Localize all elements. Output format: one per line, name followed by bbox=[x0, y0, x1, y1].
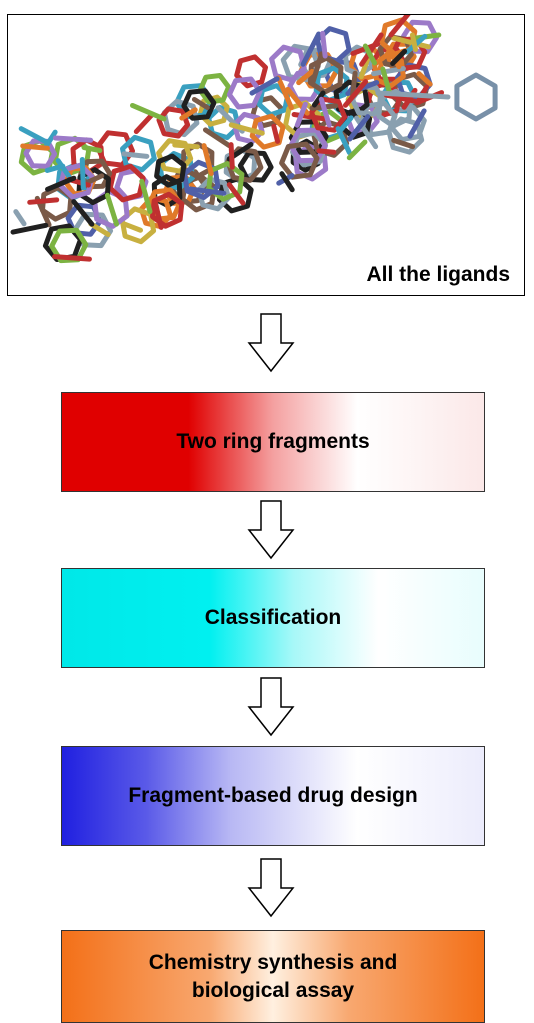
ligand-ring bbox=[454, 72, 498, 122]
panel-label: All the ligands bbox=[366, 263, 510, 286]
ligand-bond bbox=[187, 186, 227, 196]
ligand-bond bbox=[139, 178, 153, 215]
ligand-bond bbox=[320, 30, 328, 59]
step-fragment-based-drug-design: Fragment-based drug design bbox=[61, 746, 485, 846]
ligand-bond bbox=[362, 43, 378, 66]
ligand-bond bbox=[45, 175, 77, 192]
ligand-bond bbox=[275, 75, 294, 111]
ligand-bond bbox=[201, 143, 214, 176]
ligand-bond bbox=[202, 127, 232, 148]
ligand-bond bbox=[228, 142, 235, 170]
ligand-bond bbox=[271, 123, 281, 144]
ligand-ring bbox=[49, 227, 89, 264]
ligand-bond bbox=[52, 254, 92, 262]
ligand-bond bbox=[55, 158, 72, 180]
ligand-bond bbox=[27, 197, 60, 205]
ligand-overlay-panel: All the ligands bbox=[7, 14, 525, 296]
ligand-bond bbox=[52, 135, 94, 143]
down-arrow-icon bbox=[247, 313, 295, 373]
ligand-bond bbox=[300, 31, 322, 67]
ligand-bond bbox=[172, 142, 200, 150]
ligand-bond bbox=[13, 209, 27, 227]
ligand-bond bbox=[152, 199, 164, 230]
ligand-bond bbox=[359, 32, 384, 67]
down-arrow-icon bbox=[247, 677, 295, 737]
ligand-bond bbox=[336, 115, 354, 134]
ligand-ring bbox=[309, 96, 348, 133]
ligand-bond bbox=[346, 139, 368, 161]
ligand-bond bbox=[391, 137, 416, 150]
ligand-bond bbox=[279, 171, 295, 193]
ligand-bond bbox=[294, 101, 308, 128]
ligand-bond bbox=[350, 70, 358, 98]
step-label: Fragment-based drug design bbox=[128, 784, 418, 807]
ligand-bond bbox=[71, 199, 95, 227]
down-arrow-icon bbox=[247, 858, 295, 918]
ligand-ring bbox=[156, 106, 191, 139]
ligand-ring bbox=[269, 44, 307, 83]
ligand-bond bbox=[18, 126, 50, 145]
down-arrow-icon bbox=[247, 500, 295, 560]
ligand-ring bbox=[234, 54, 268, 89]
ligand-bond bbox=[191, 96, 210, 111]
ligand-bond bbox=[121, 221, 144, 233]
step-label: Classification bbox=[204, 606, 342, 629]
step-two-ring-fragments: Two ring fragments bbox=[61, 392, 485, 492]
ligand-bond bbox=[409, 32, 419, 53]
ligand-bond bbox=[44, 163, 66, 173]
ligand-ring bbox=[107, 163, 146, 203]
ligand-bond bbox=[391, 35, 431, 50]
ligand-bond bbox=[407, 108, 427, 139]
step-label: Chemistry synthesis and biological assay bbox=[148, 950, 398, 1002]
ligand-bond bbox=[347, 114, 371, 142]
ligand-ring bbox=[401, 19, 439, 55]
ligand-bond bbox=[249, 76, 280, 96]
ligand-ring bbox=[386, 116, 425, 155]
ligand-bond bbox=[129, 102, 167, 122]
ligand-ring bbox=[154, 153, 187, 188]
ligand-bond bbox=[390, 48, 408, 67]
ligand-ring bbox=[225, 146, 264, 183]
ligand-ring bbox=[379, 17, 418, 57]
ligand-bond bbox=[296, 68, 315, 86]
ligand-structures-image bbox=[10, 15, 498, 264]
ligand-bond bbox=[385, 45, 402, 70]
ligand-bond bbox=[311, 90, 326, 108]
ligand-ring bbox=[226, 76, 263, 110]
ligand-bond bbox=[318, 96, 332, 128]
ligand-bond bbox=[79, 157, 86, 191]
ligand-bond bbox=[81, 144, 103, 154]
ligand-bond bbox=[342, 79, 369, 108]
ligand-ring bbox=[257, 83, 291, 118]
step-classification: Classification bbox=[61, 568, 485, 668]
step-label: Two ring fragments bbox=[176, 430, 370, 453]
ligand-bond bbox=[371, 66, 406, 77]
ligand-bond bbox=[375, 90, 451, 100]
ligand-ring bbox=[313, 65, 350, 103]
ligand-bond bbox=[10, 222, 49, 235]
ligand-ring bbox=[237, 150, 274, 183]
ligand-bond bbox=[133, 111, 155, 135]
ligand-bond bbox=[85, 173, 105, 185]
step-chemistry-synthesis: Chemistry synthesis and biological assay bbox=[61, 930, 485, 1023]
ligand-ring bbox=[181, 88, 217, 121]
ligand-ring bbox=[120, 134, 157, 173]
ligand-bond bbox=[179, 107, 198, 121]
ligand-bond bbox=[121, 151, 150, 159]
ligand-bond bbox=[20, 143, 50, 151]
ligand-bond bbox=[104, 192, 119, 227]
ligand-bond bbox=[316, 148, 337, 155]
ligand-bond bbox=[310, 51, 324, 86]
ligand-ring bbox=[76, 167, 111, 206]
ligand-bond bbox=[226, 182, 246, 206]
ligand-ring bbox=[197, 94, 230, 127]
ligand-ring bbox=[249, 113, 286, 150]
ligand-bond bbox=[416, 71, 433, 87]
ligand-bond bbox=[388, 15, 411, 38]
ligand-bond bbox=[228, 122, 265, 136]
